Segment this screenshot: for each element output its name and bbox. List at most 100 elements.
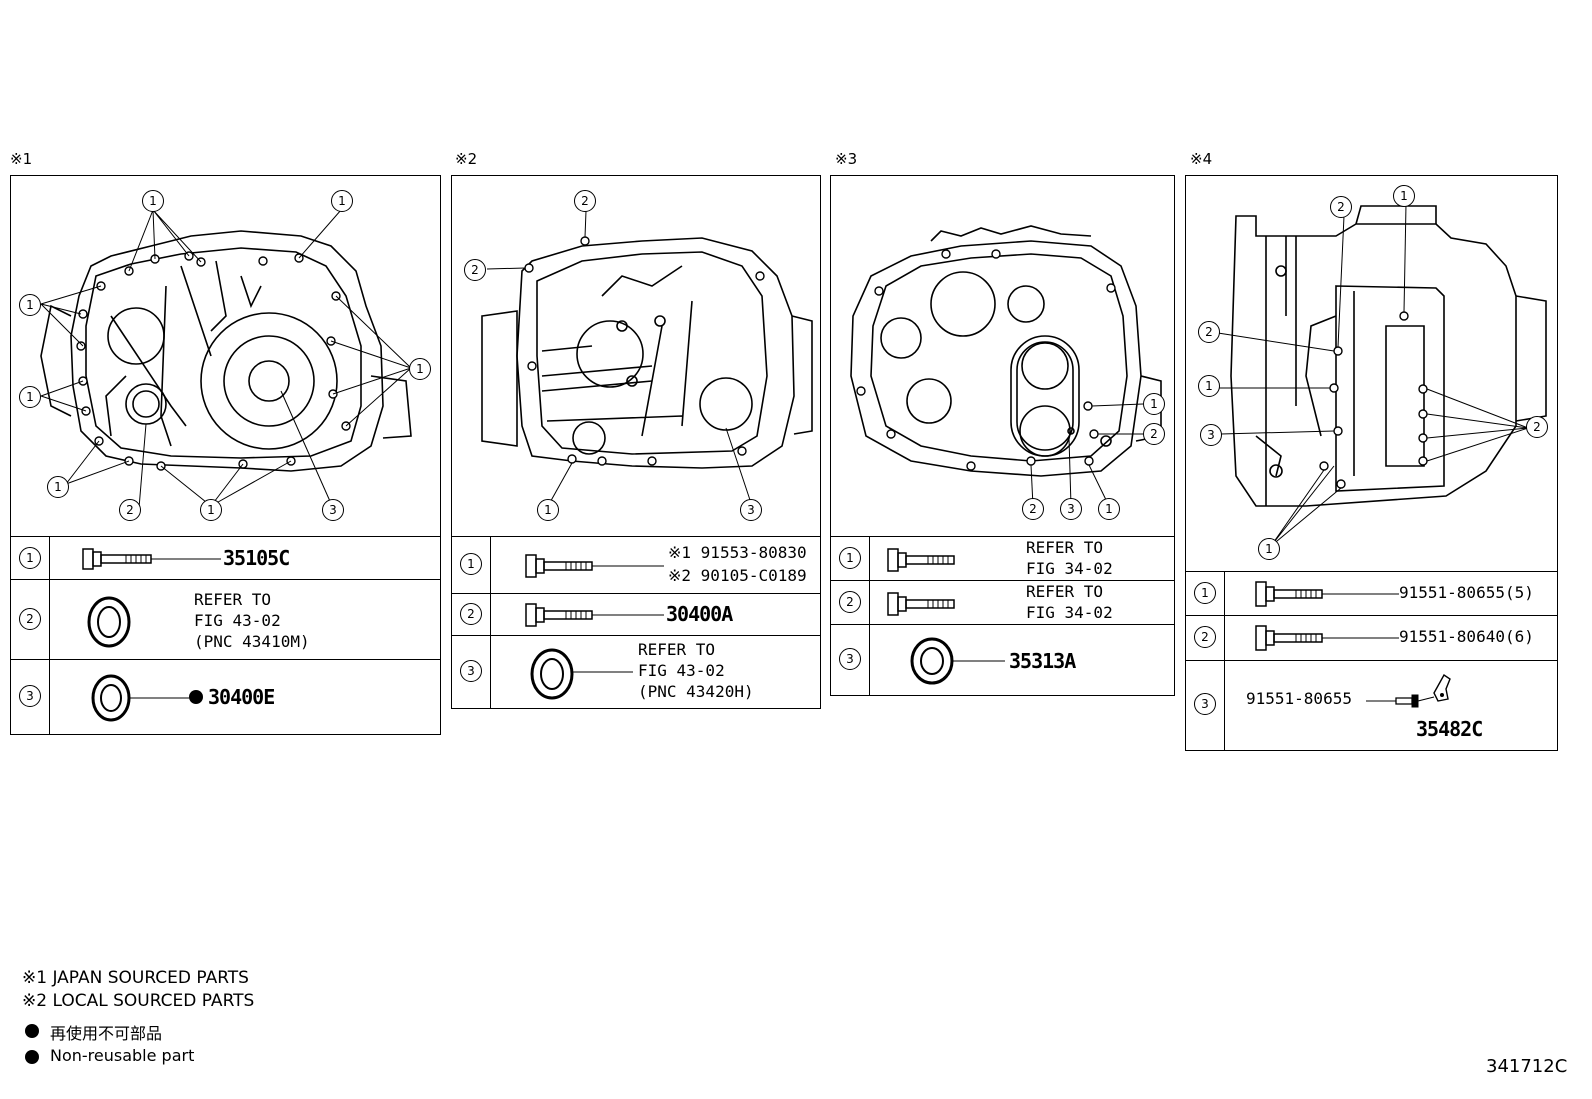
p3-row-2-ref-1: REFER TO [1026, 582, 1104, 601]
p3-callout: 3 [1060, 498, 1082, 520]
p4-callout: 1 [1393, 185, 1415, 207]
panel-4-drawing [1217, 203, 1547, 547]
p1-row-3-part: 30400E [208, 685, 275, 709]
p3-row-2: 2 REFER TO FIG 34-02 [831, 580, 1174, 624]
panel-3: 1 2 2 3 1 1 REFER TO FIG 34-02 2 REFER T… [830, 175, 1175, 696]
panel-2-drawing [481, 210, 813, 507]
p4-row-3-num: 3 [1194, 693, 1216, 715]
p1-row-2-num: 2 [19, 608, 41, 630]
p3-callout: 1 [1143, 393, 1165, 415]
p1-callout: 3 [322, 499, 344, 521]
p1-row-1: 1 35105C [11, 536, 440, 579]
p2-row-2-part: 30400A [666, 602, 733, 626]
p2-row-3-ref-3: (PNC 43420H) [638, 682, 754, 701]
oil-seal-icon [910, 637, 1005, 685]
p4-row-3-part-1: 91551-80655 [1246, 689, 1352, 708]
p3-row-2-num: 2 [839, 591, 861, 613]
p1-row-1-part: 35105C [223, 546, 290, 570]
p3-row-1-ref-2: FIG 34-02 [1026, 559, 1113, 578]
panel-1: 1 1 1 1 1 1 2 1 3 1 35105C 2 REFER TO FI… [10, 175, 441, 735]
panel-2-mark: ※2 [455, 150, 478, 168]
p3-callout: 1 [1098, 498, 1120, 520]
p4-callout: 1 [1198, 375, 1220, 397]
p1-row-1-num: 1 [19, 547, 41, 569]
p1-row-2-ref-3: (PNC 43410M) [194, 632, 310, 651]
p4-row-1: 1 91551-80655(5) [1186, 571, 1557, 615]
p3-callout: 2 [1022, 498, 1044, 520]
note-non-reusable-en: Non-reusable part [50, 1046, 195, 1065]
p1-row-2: 2 REFER TO FIG 43-02 (PNC 43410M) [11, 579, 440, 659]
p3-row-1-num: 1 [839, 547, 861, 569]
p1-callout: 1 [331, 190, 353, 212]
p1-callout: 1 [142, 190, 164, 212]
oil-seal-icon [91, 674, 189, 722]
p4-row-2: 2 91551-80640(6) [1186, 615, 1557, 660]
p2-callout: 2 [464, 259, 486, 281]
p4-row-1-part: 91551-80655(5) [1399, 583, 1534, 602]
p1-row-3-num: 3 [19, 685, 41, 707]
p3-row-1-ref-1: REFER TO [1026, 538, 1104, 557]
p2-row-1-num: 1 [460, 553, 482, 575]
bolt-icon [525, 603, 664, 627]
panel-4: 2 1 2 1 3 2 1 1 91551-80655(5) 2 91551-8… [1185, 175, 1558, 751]
p3-row-2-ref-2: FIG 34-02 [1026, 603, 1113, 622]
p3-row-3-part: 35313A [1009, 649, 1076, 673]
p4-callout: 2 [1198, 321, 1220, 343]
p1-callout: 1 [19, 386, 41, 408]
p3-callout: 2 [1143, 423, 1165, 445]
p3-row-3: 3 35313A [831, 624, 1174, 695]
p1-callout: 2 [119, 499, 141, 521]
p2-row-3-ref-1: REFER TO [638, 640, 716, 659]
bolt-icon [887, 592, 955, 616]
p2-row-3-num: 3 [460, 660, 482, 682]
non-reusable-legend-dot [25, 1024, 39, 1038]
p2-callout: 3 [740, 499, 762, 521]
note-local-sourced: ※2 LOCAL SOURCED PARTS [22, 991, 255, 1011]
p3-row-3-num: 3 [839, 648, 861, 670]
p1-row-2-ref-1: REFER TO [194, 590, 272, 609]
oil-seal-icon [87, 596, 131, 648]
p4-callout: 1 [1258, 538, 1280, 560]
bolt-icon [887, 548, 955, 572]
p1-callout: 1 [47, 476, 69, 498]
bolt-icon [1255, 581, 1399, 607]
panel-1-mark: ※1 [10, 150, 33, 168]
panel-3-drawing [850, 225, 1162, 507]
p4-callout: 2 [1330, 196, 1352, 218]
bolt-icon [1255, 625, 1399, 651]
p1-callout: 1 [200, 499, 222, 521]
oil-seal-icon [530, 648, 633, 700]
non-reusable-legend-dot [25, 1050, 39, 1064]
p2-row-2-num: 2 [460, 603, 482, 625]
p3-row-1: 1 REFER TO FIG 34-02 [831, 536, 1174, 580]
p2-row-1-line-1: ※1 91553-80830 [668, 543, 807, 562]
p4-row-2-num: 2 [1194, 626, 1216, 648]
panel-2: 2 2 1 3 1 ※1 91553-80830 ※2 90105-C0189 … [451, 175, 821, 709]
panel-4-mark: ※4 [1190, 150, 1213, 168]
p2-callout: 1 [537, 499, 559, 521]
p2-row-2: 2 30400A [452, 593, 820, 635]
p4-row-1-num: 1 [1194, 582, 1216, 604]
note-non-reusable-jp: 再使用不可部品 [50, 1024, 163, 1043]
note-japan-sourced: ※1 JAPAN SOURCED PARTS [22, 968, 249, 988]
p1-row-3: 3 30400E [11, 659, 440, 734]
p2-callout: 2 [574, 190, 596, 212]
panel-1-drawing [40, 209, 412, 509]
p4-row-3-part-2: 35482C [1416, 717, 1483, 741]
p1-row-2-ref-2: FIG 43-02 [194, 611, 281, 630]
p4-row-2-part: 91551-80640(6) [1399, 627, 1534, 646]
p4-row-3: 3 91551-80655 35482C [1186, 660, 1557, 750]
bolt-icon [82, 548, 221, 570]
figure-id: 341712C [1486, 1056, 1568, 1077]
bolt-icon [525, 554, 664, 578]
p4-callout: 3 [1200, 424, 1222, 446]
p2-row-1: 1 ※1 91553-80830 ※2 90105-C0189 [452, 536, 820, 593]
p4-callout: 2 [1526, 416, 1548, 438]
non-reusable-dot [189, 690, 203, 704]
bracket-bolt-icon [1366, 673, 1451, 708]
panel-3-mark: ※3 [835, 150, 858, 168]
p1-callout: 1 [409, 358, 431, 380]
p2-row-1-line-2: ※2 90105-C0189 [668, 566, 807, 585]
p1-callout: 1 [19, 294, 41, 316]
p2-row-3-ref-2: FIG 43-02 [638, 661, 725, 680]
